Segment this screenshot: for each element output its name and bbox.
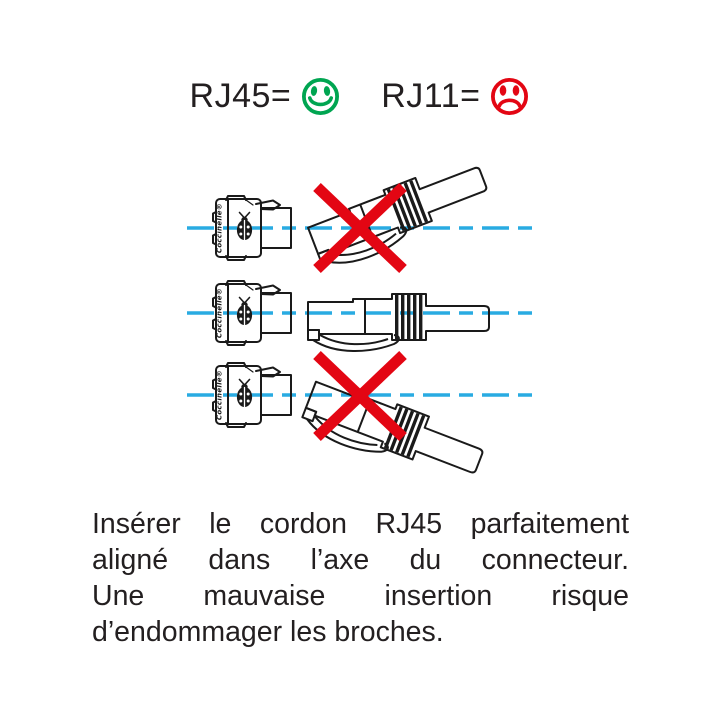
rj11-label: RJ11=	[381, 76, 481, 115]
alignment-diagram: Coccinelle® Coccinelle® Coccinelle®	[187, 154, 536, 494]
smiley-sad-icon	[489, 76, 530, 117]
title-row: RJ45= RJ11=	[0, 70, 720, 122]
diagram-row-correct: Coccinelle®	[187, 280, 536, 353]
jack-brand-label: Coccinelle®	[216, 370, 224, 420]
jack-brand-label: Coccinelle®	[216, 203, 224, 253]
caption: Insérer le cordon RJ45 parfaitement alig…	[92, 506, 629, 650]
diagram-row-wrong-down: Coccinelle®	[187, 355, 536, 494]
caption-line: Insérer le cordon RJ45 parfaitement	[92, 508, 629, 540]
jack-brand-label: Coccinelle®	[216, 288, 224, 338]
diagram-row-wrong-up: Coccinelle®	[187, 154, 536, 273]
caption-line: d’endommager les broches.	[92, 616, 444, 648]
rj45-label: RJ45=	[189, 76, 292, 115]
caption-line: aligné dans l’axe du connecteur.	[92, 544, 629, 576]
rj45-plug-aligned	[307, 293, 490, 353]
caption-line: Une mauvaise insertion risque	[92, 580, 629, 612]
smiley-happy-icon	[300, 76, 341, 117]
